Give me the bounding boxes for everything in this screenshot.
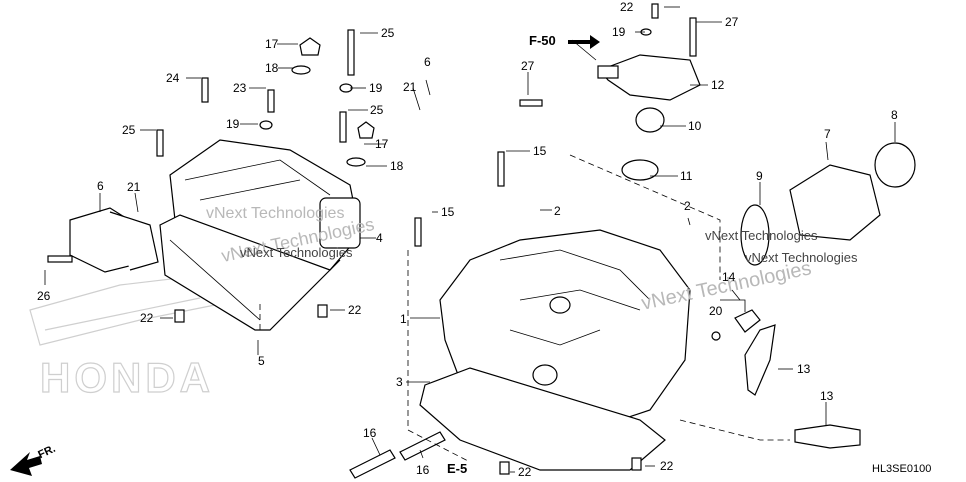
callout-14: 14 (722, 270, 736, 284)
callout-13: 13 (820, 389, 834, 403)
callout-27: 27 (521, 59, 535, 73)
callout-1: 1 (400, 312, 407, 326)
callout-4: 4 (376, 231, 383, 245)
callout-18: 18 (390, 159, 404, 173)
callout-26: 25 (381, 26, 395, 40)
callout-17: 17 (375, 137, 389, 151)
svg-text:HONDA: HONDA (40, 354, 214, 401)
callout-23: 22 (620, 0, 634, 14)
callout-13: 13 (797, 362, 811, 376)
callout-19: 19 (612, 25, 626, 39)
callout-27: 27 (725, 15, 739, 29)
callout-3: 3 (396, 375, 403, 389)
thermostat-housing (597, 54, 701, 181)
callout-12: 12 (711, 78, 725, 92)
spark-plug-13a (744, 324, 776, 396)
callout-15: 15 (533, 144, 547, 158)
callout-15: 15 (441, 205, 455, 219)
bolts-and-dowels (47, 3, 697, 475)
callout-25: 25 (122, 123, 136, 137)
callout-21: 21 (403, 80, 417, 94)
callout-27: 26 (37, 289, 51, 303)
reference-e5: E-5 (447, 461, 468, 476)
callout-20: 20 (709, 304, 723, 318)
spark-plug-13b (794, 424, 861, 449)
callout-22: 22 (140, 311, 154, 325)
callout-6: 6 (97, 179, 104, 193)
callout-25: 25 (370, 103, 384, 117)
f50-arrow-icon (568, 35, 600, 49)
callout-2: 2 (684, 199, 691, 213)
callout-24: 23 (233, 81, 247, 95)
callout-22: 22 (660, 459, 674, 473)
callout-22: 22 (348, 303, 362, 317)
callout-5: 5 (258, 354, 265, 368)
sensor-20 (711, 309, 761, 341)
callout-18: 18 (265, 61, 279, 75)
callout-17: 17 (265, 37, 279, 51)
callout-19: 19 (226, 117, 240, 131)
callout-6: 6 (424, 55, 431, 69)
side-cover-6-left (69, 207, 159, 273)
honda-logo-text: HONDA (39, 353, 214, 401)
callout-25: 24 (166, 71, 180, 85)
diagram-code: HL3SE0100 (872, 463, 932, 475)
callout-7: 7 (824, 127, 831, 141)
callout-16: 16 (363, 426, 377, 440)
callout-21: 21 (127, 180, 141, 194)
callout-10: 10 (688, 119, 702, 133)
callout-16: 16 (416, 463, 430, 477)
intake-pipe (740, 142, 916, 266)
callout-19: 19 (369, 81, 383, 95)
watermark: vNext Technologies (705, 228, 818, 243)
head-cover-gasket (159, 214, 341, 331)
leader-lines (44, 6, 896, 473)
callout-8: 8 (891, 108, 898, 122)
watermark: vNext Technologies (240, 245, 353, 260)
stud-bolts-16 (349, 431, 446, 479)
head-gasket (419, 367, 666, 471)
watermark: vNext Technologies (745, 250, 858, 265)
callout-11: 11 (680, 169, 693, 183)
watermark: vNext Technologies (206, 205, 345, 222)
front-arrow-icon (10, 452, 42, 476)
callout-2: 2 (554, 204, 561, 218)
callout-22: 22 (518, 465, 532, 479)
dashed-guide-lines (259, 154, 790, 463)
reference-f50: F-50 (529, 33, 556, 48)
callout-9: 9 (756, 169, 763, 183)
